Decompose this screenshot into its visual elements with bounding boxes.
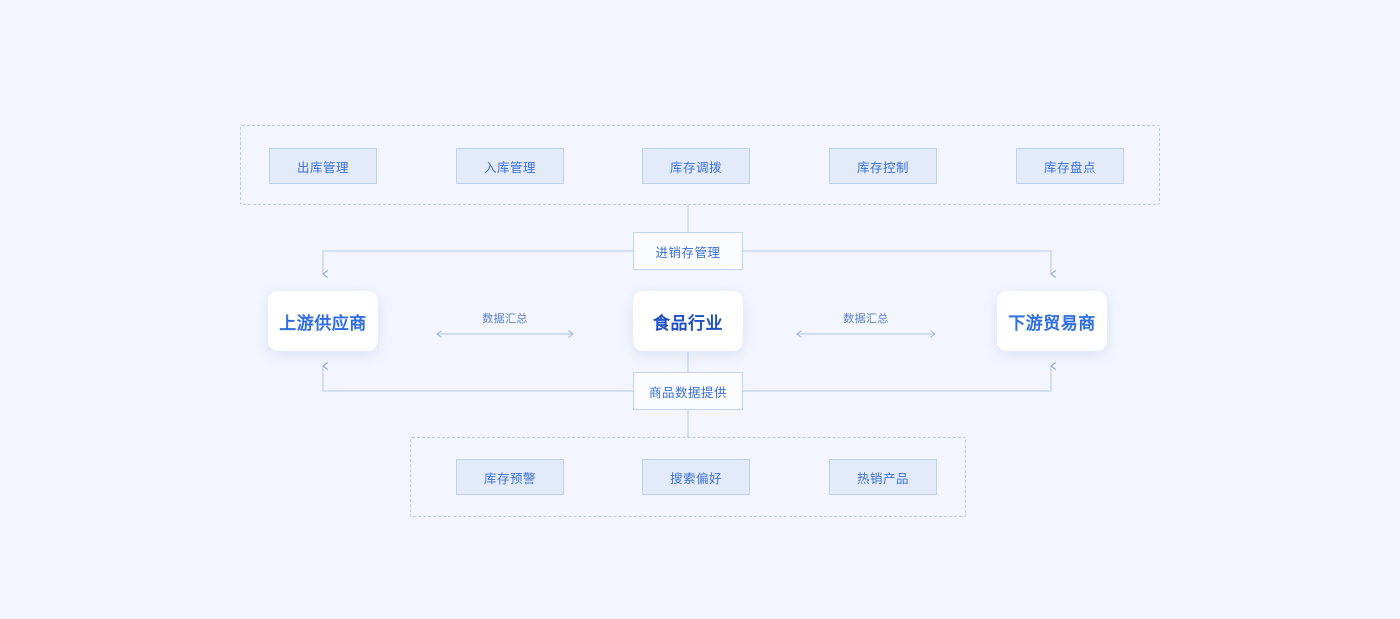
card-downstream-trader[interactable]: 下游贸易商 <box>997 291 1107 351</box>
inventory-operations-group <box>240 125 1160 205</box>
line-hub-to-supplier <box>322 250 633 278</box>
flow-label-data-aggregation-right: 数据汇总 <box>843 313 889 325</box>
line-bottomhub-to-supplier <box>322 362 633 392</box>
hub-product-data-supply[interactable]: 商品数据提供 <box>633 372 743 410</box>
line-hub-to-trader <box>743 250 1057 278</box>
analytics-group <box>410 437 966 517</box>
module-stock-alert[interactable]: 库存预警 <box>456 459 564 495</box>
module-hot-selling-products[interactable]: 热销产品 <box>829 459 937 495</box>
module-inbound-management[interactable]: 入库管理 <box>456 148 564 184</box>
module-stock-taking[interactable]: 库存盘点 <box>1016 148 1124 184</box>
module-stock-transfer[interactable]: 库存调拨 <box>642 148 750 184</box>
card-upstream-supplier[interactable]: 上游供应商 <box>268 291 378 351</box>
flow-label-data-aggregation-left: 数据汇总 <box>482 313 528 325</box>
hub-inventory-management[interactable]: 进销存管理 <box>633 232 743 270</box>
module-search-preference[interactable]: 搜索偏好 <box>642 459 750 495</box>
card-food-industry[interactable]: 食品行业 <box>633 291 743 351</box>
line-bottomhub-to-trader <box>743 362 1057 392</box>
module-stock-control[interactable]: 库存控制 <box>829 148 937 184</box>
module-outbound-management[interactable]: 出库管理 <box>269 148 377 184</box>
